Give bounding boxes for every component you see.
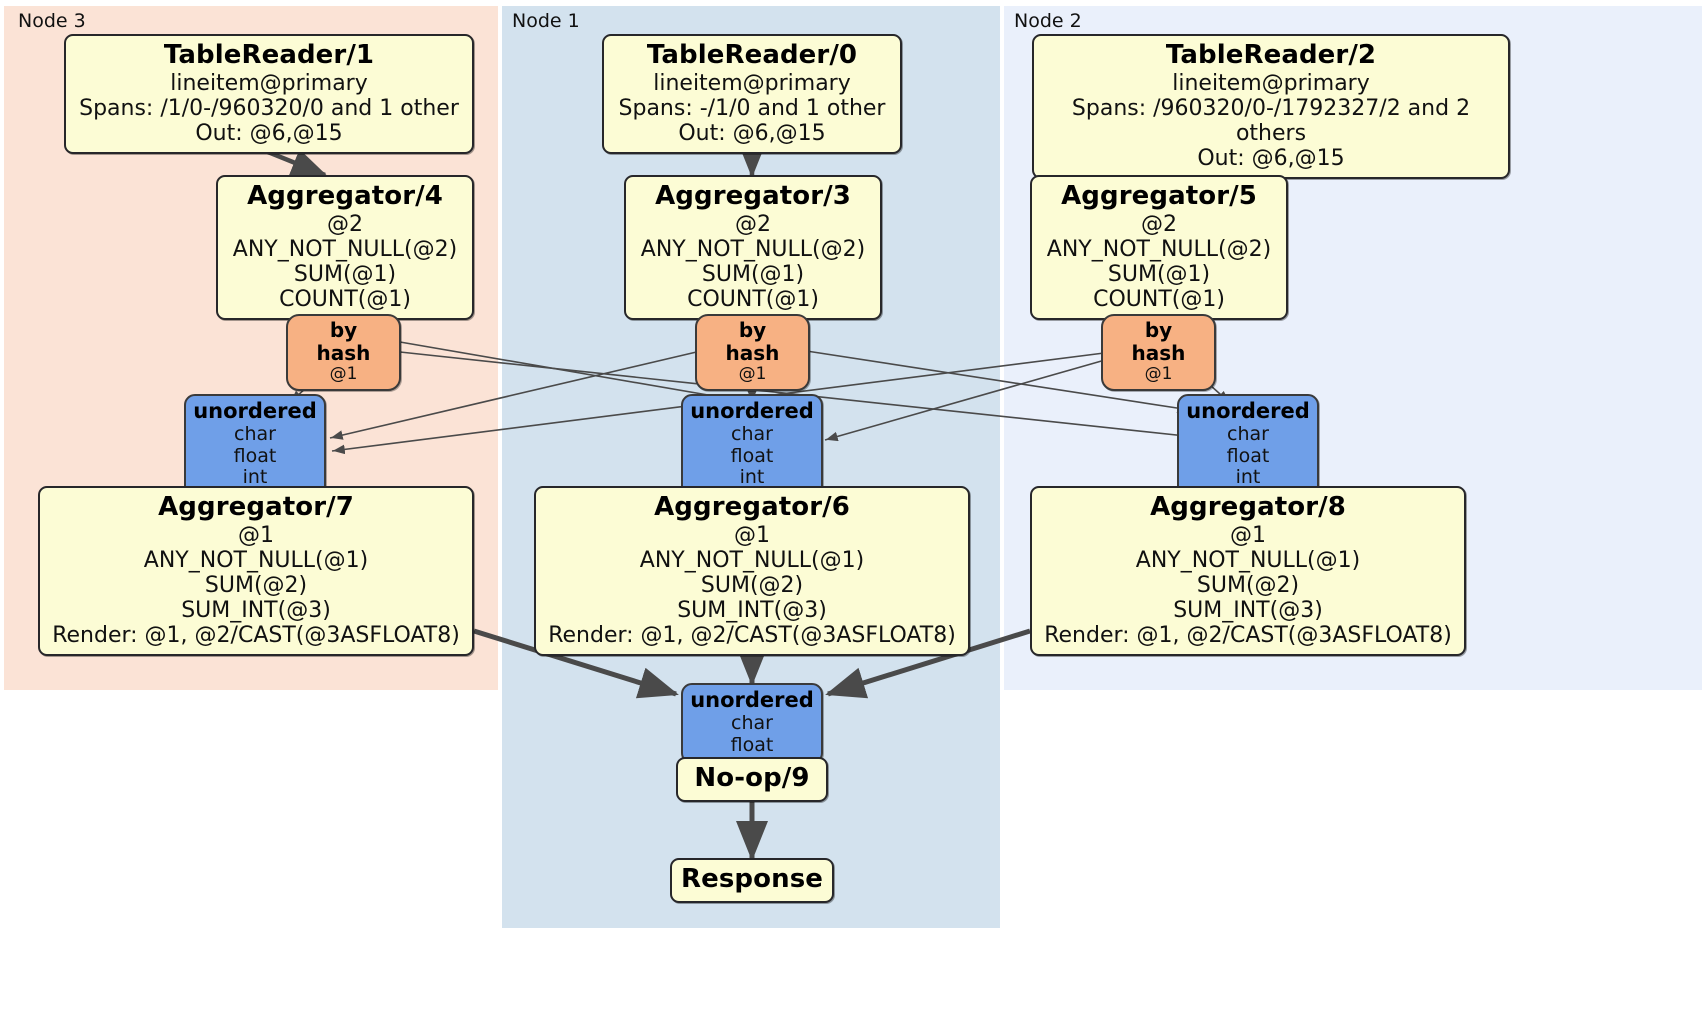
node-line: Render: @1, @2/CAST(@3ASFLOAT8)	[548, 622, 956, 648]
processor-aggregator-5[interactable]: Aggregator/5 @2 ANY_NOT_NULL(@2) SUM(@1)…	[1030, 175, 1288, 320]
node-title: Aggregator/3	[655, 181, 851, 211]
sync-line: char	[1227, 422, 1269, 445]
edge-byhash-center-to-unordered-left	[329, 349, 706, 440]
synchronizer-unordered-left[interactable]: unordered char float int	[184, 394, 326, 497]
sync-line: float	[233, 444, 277, 467]
processor-no-op-9[interactable]: No-op/9	[676, 757, 828, 802]
router-title: by hash	[725, 318, 780, 365]
processor-aggregator-4[interactable]: Aggregator/4 @2 ANY_NOT_NULL(@2) SUM(@1)…	[216, 175, 474, 320]
processor-tablereader-0[interactable]: TableReader/0 lineitem@primary Spans: -/…	[602, 34, 902, 154]
node-line: SUM(@2)	[700, 572, 804, 598]
node-line: Spans: /960320/0-/1792327/2 and 2 others	[1071, 95, 1471, 146]
sync-title: unordered	[1186, 399, 1310, 423]
sync-title: unordered	[193, 399, 317, 423]
node-line: Spans: -/1/0 and 1 other	[618, 95, 886, 121]
sync-line: char	[731, 711, 773, 734]
sync-line: int	[242, 466, 268, 489]
node-line: Render: @1, @2/CAST(@3ASFLOAT8)	[1044, 622, 1452, 648]
edge-aggregator8-to-unordered-final	[825, 628, 1031, 699]
node-line: lineitem@primary	[1172, 70, 1370, 96]
router-title: by hash	[316, 318, 371, 365]
node-title: No-op/9	[694, 763, 810, 793]
node-line: Render: @1, @2/CAST(@3ASFLOAT8)	[52, 622, 460, 648]
edge-aggregator7-to-unordered-final	[473, 628, 679, 699]
node-line: ANY_NOT_NULL(@2)	[1046, 236, 1272, 262]
processor-aggregator-3[interactable]: Aggregator/3 @2 ANY_NOT_NULL(@2) SUM(@1)…	[624, 175, 882, 320]
processor-aggregator-7[interactable]: Aggregator/7 @1 ANY_NOT_NULL(@1) SUM(@2)…	[38, 486, 474, 657]
node-line: @2	[327, 211, 363, 237]
processor-tablereader-2[interactable]: TableReader/2 lineitem@primary Spans: /9…	[1032, 34, 1510, 179]
node-line: SUM(@1)	[293, 261, 397, 287]
node-line: SUM(@2)	[204, 572, 308, 598]
cluster-label-node-1: Node 1	[512, 10, 580, 32]
synchronizer-unordered-right[interactable]: unordered char float int	[1177, 394, 1319, 497]
node-line: COUNT(@1)	[279, 286, 411, 312]
node-line: @1	[238, 522, 274, 548]
node-title: Aggregator/5	[1061, 181, 1257, 211]
router-title: by hash	[1131, 318, 1186, 365]
node-line: Out: @6,@15	[195, 120, 343, 146]
node-line: SUM(@1)	[701, 261, 805, 287]
sync-line: float	[730, 444, 774, 467]
sync-line: char	[731, 422, 773, 445]
processor-aggregator-6[interactable]: Aggregator/6 @1 ANY_NOT_NULL(@1) SUM(@2)…	[534, 486, 970, 657]
node-line: ANY_NOT_NULL(@1)	[639, 547, 865, 573]
node-title: TableReader/1	[163, 40, 375, 70]
node-title: TableReader/0	[646, 40, 858, 70]
node-line: @2	[1141, 211, 1177, 237]
sync-title: unordered	[690, 688, 814, 712]
processor-aggregator-8[interactable]: Aggregator/8 @1 ANY_NOT_NULL(@1) SUM(@2)…	[1030, 486, 1466, 657]
node-title: Aggregator/7	[158, 492, 354, 522]
edge-byhash-right-to-unordered-center	[824, 357, 1113, 442]
edge-byhash-center-to-unordered-right	[799, 349, 1191, 413]
node-line: ANY_NOT_NULL(@2)	[640, 236, 866, 262]
node-line: COUNT(@1)	[687, 286, 819, 312]
processor-response[interactable]: Response	[670, 858, 834, 903]
node-title: Response	[680, 864, 824, 894]
node-line: Spans: /1/0-/960320/0 and 1 other	[79, 95, 459, 121]
node-line: @1	[734, 522, 770, 548]
edge-byhash-left-to-unordered-center	[399, 341, 761, 407]
sync-line: int	[1235, 466, 1261, 489]
node-title: Aggregator/6	[654, 492, 850, 522]
router-by-hash-center[interactable]: by hash @1	[695, 314, 810, 391]
synchronizer-unordered-center[interactable]: unordered char float int	[681, 394, 823, 497]
node-line: lineitem@primary	[653, 70, 851, 96]
node-line: SUM_INT(@3)	[1173, 597, 1323, 623]
cluster-label-node-3: Node 3	[18, 10, 86, 32]
node-line: @1	[1230, 522, 1266, 548]
cluster-label-node-2: Node 2	[1014, 10, 1082, 32]
node-title: TableReader/2	[1165, 40, 1377, 70]
node-line: SUM_INT(@3)	[181, 597, 331, 623]
node-line: SUM(@2)	[1196, 572, 1300, 598]
edge-tablereader1-aggregator4	[267, 149, 328, 178]
synchronizer-unordered-final[interactable]: unordered char float	[681, 683, 823, 765]
node-title: Aggregator/4	[247, 181, 443, 211]
sync-line: float	[730, 733, 774, 756]
node-line: ANY_NOT_NULL(@2)	[232, 236, 458, 262]
node-line: Out: @6,@15	[1197, 145, 1345, 171]
node-line: @2	[735, 211, 771, 237]
node-line: ANY_NOT_NULL(@1)	[1135, 547, 1361, 573]
sync-line: char	[234, 422, 276, 445]
router-by-hash-right[interactable]: by hash @1	[1101, 314, 1216, 391]
router-line: @1	[738, 363, 767, 384]
node-line: Out: @6,@15	[678, 120, 826, 146]
router-by-hash-left[interactable]: by hash @1	[286, 314, 401, 391]
node-line: ANY_NOT_NULL(@1)	[143, 547, 369, 573]
node-title: Aggregator/8	[1150, 492, 1346, 522]
node-line: lineitem@primary	[170, 70, 368, 96]
router-line: @1	[1144, 363, 1173, 384]
node-line: COUNT(@1)	[1093, 286, 1225, 312]
node-line: SUM_INT(@3)	[677, 597, 827, 623]
sync-line: float	[1226, 444, 1270, 467]
router-line: @1	[329, 363, 358, 384]
node-line: SUM(@1)	[1107, 261, 1211, 287]
processor-tablereader-1[interactable]: TableReader/1 lineitem@primary Spans: /1…	[64, 34, 474, 154]
sync-line: int	[739, 466, 765, 489]
sync-title: unordered	[690, 399, 814, 423]
